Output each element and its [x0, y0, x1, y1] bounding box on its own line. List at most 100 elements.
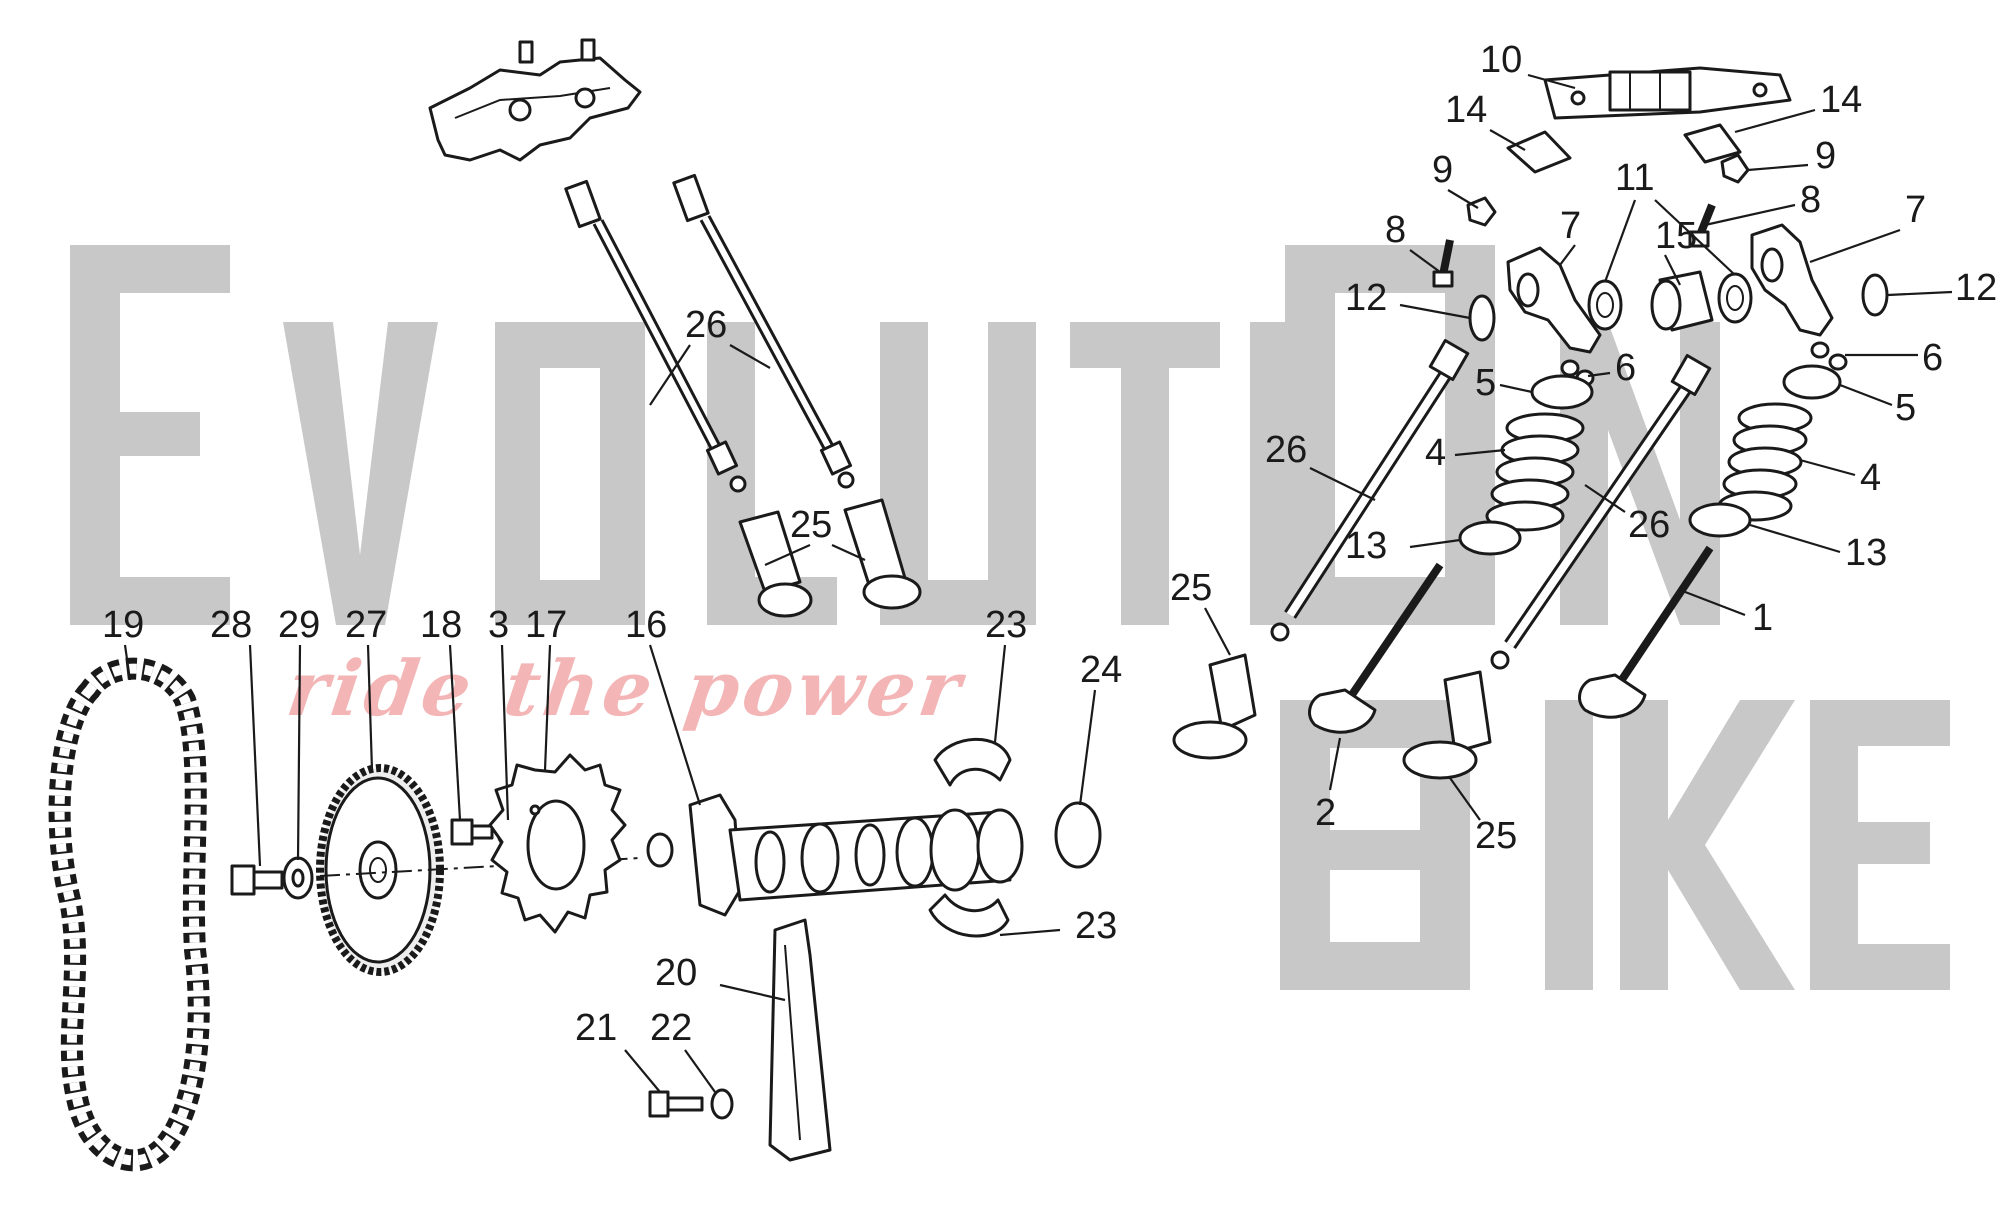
screw-21 [648, 1090, 704, 1118]
callout-4-right: 4 [1860, 457, 1881, 499]
camshaft-16 [646, 793, 1024, 917]
callout-13-right: 13 [1845, 532, 1887, 574]
callout-7-left: 7 [1560, 205, 1581, 247]
watermark-letter-k [1620, 700, 1795, 990]
spacer-15 [1650, 270, 1714, 332]
watermark-letter-i2 [1545, 700, 1593, 990]
pushrod-26-right-b [1490, 354, 1712, 670]
callout-16: 16 [625, 604, 667, 646]
washer-29 [282, 856, 314, 900]
callout-12-left: 12 [1345, 277, 1387, 319]
washer-22 [710, 1088, 734, 1120]
watermark-tagline: ride the power [282, 644, 971, 734]
screw-18 [450, 818, 494, 846]
leader-lines [123, 73, 1953, 1093]
bush-11-right [1717, 272, 1753, 324]
rocker-shaft-10 [1543, 66, 1792, 120]
callout-18: 18 [420, 604, 462, 646]
callout-5-left: 5 [1475, 362, 1496, 404]
callout-14-right: 14 [1820, 79, 1862, 121]
callout-3: 3 [488, 604, 509, 646]
circlip-12-right [1861, 273, 1889, 317]
callout-26-right: 26 [1628, 504, 1670, 546]
callout-14-left: 14 [1445, 89, 1487, 131]
sprocket-17 [488, 753, 627, 934]
pushrod-left [564, 179, 747, 493]
half-ring-lower [928, 893, 1010, 938]
spring-seat-13-right [1688, 502, 1752, 538]
circlip-24 [1054, 801, 1102, 869]
tappet-25-right-a [1172, 653, 1257, 760]
watermark-letter-t [1070, 322, 1220, 625]
callout-8-right: 8 [1800, 179, 1821, 221]
pushrod-right [672, 173, 855, 489]
callout-23-lower: 23 [1075, 905, 1117, 947]
callout-4-left: 4 [1425, 432, 1446, 474]
valve-1 [1578, 545, 1714, 719]
callout-12-right: 12 [1955, 267, 1997, 309]
callout-6-left: 6 [1615, 347, 1636, 389]
watermark-logo: ride the power [70, 245, 1950, 990]
callout-24: 24 [1080, 649, 1122, 691]
callout-9-right: 9 [1815, 135, 1836, 177]
gear-27 [316, 764, 444, 976]
tappet-right [843, 498, 922, 610]
rocker-arm-7-left [1506, 246, 1602, 354]
callout-2: 2 [1315, 792, 1336, 834]
spring-seat-13-left [1458, 520, 1522, 556]
callout-15: 15 [1655, 215, 1697, 257]
callout-22: 22 [650, 1007, 692, 1049]
callout-17: 17 [525, 604, 567, 646]
spring-cap-5-left [1530, 374, 1594, 410]
tappet-25-right-b [1402, 670, 1492, 780]
callout-25-right: 25 [1475, 815, 1517, 857]
plate-14-left [1506, 130, 1572, 174]
watermark-letter-o [495, 322, 645, 625]
timing-chain [48, 657, 210, 1172]
tappet-left [738, 510, 813, 618]
callout-28: 28 [210, 604, 252, 646]
valve-2 [1308, 562, 1444, 734]
nut-9-left [1466, 196, 1497, 227]
callout-25-middle: 25 [1170, 567, 1212, 609]
callout-7-right: 7 [1905, 189, 1926, 231]
callout-25-left: 25 [790, 504, 832, 546]
callout-labels: 19 28 29 27 18 3 17 16 23 24 23 20 21 22… [102, 39, 1997, 1049]
nut-9-right [1720, 153, 1750, 184]
adjusting-screw-8-right [1688, 203, 1716, 248]
valve-spring-4-left [1485, 412, 1585, 532]
adjusting-screw-8-left [1432, 239, 1454, 288]
half-ring-upper [933, 737, 1012, 787]
watermark-letter-u [880, 322, 1036, 625]
callout-10: 10 [1480, 39, 1522, 81]
callout-26-middle: 26 [1265, 429, 1307, 471]
callout-19: 19 [102, 604, 144, 646]
callout-1: 1 [1752, 597, 1773, 639]
bolt-28 [230, 864, 284, 896]
callout-13-left: 13 [1345, 525, 1387, 567]
rocker-arm-7-right [1750, 223, 1834, 337]
chain-tensioner-20 [768, 918, 832, 1162]
callout-27: 27 [345, 604, 387, 646]
valve-spring-4-right [1717, 402, 1813, 522]
callout-23-upper: 23 [985, 604, 1027, 646]
callout-21: 21 [575, 1007, 617, 1049]
watermark-letter-e2 [1810, 700, 1950, 990]
pushrod-26-right-a [1270, 339, 1470, 642]
watermark-letter-e [70, 245, 230, 625]
callout-5-right: 5 [1895, 387, 1916, 429]
callout-8-left: 8 [1385, 209, 1406, 251]
callout-20: 20 [655, 952, 697, 994]
rocker-support [428, 38, 642, 162]
callout-9-left: 9 [1432, 149, 1453, 191]
spring-cap-5-right [1782, 364, 1842, 400]
valve-cotters-6-right [1810, 341, 1848, 371]
circlip-12-left [1468, 294, 1496, 342]
callout-11: 11 [1615, 157, 1654, 199]
callout-6-right: 6 [1922, 337, 1943, 379]
callout-26-left: 26 [685, 304, 727, 346]
bush-11-left [1587, 279, 1623, 331]
plate-14-right [1683, 123, 1742, 164]
watermark-letter-v [283, 322, 438, 625]
